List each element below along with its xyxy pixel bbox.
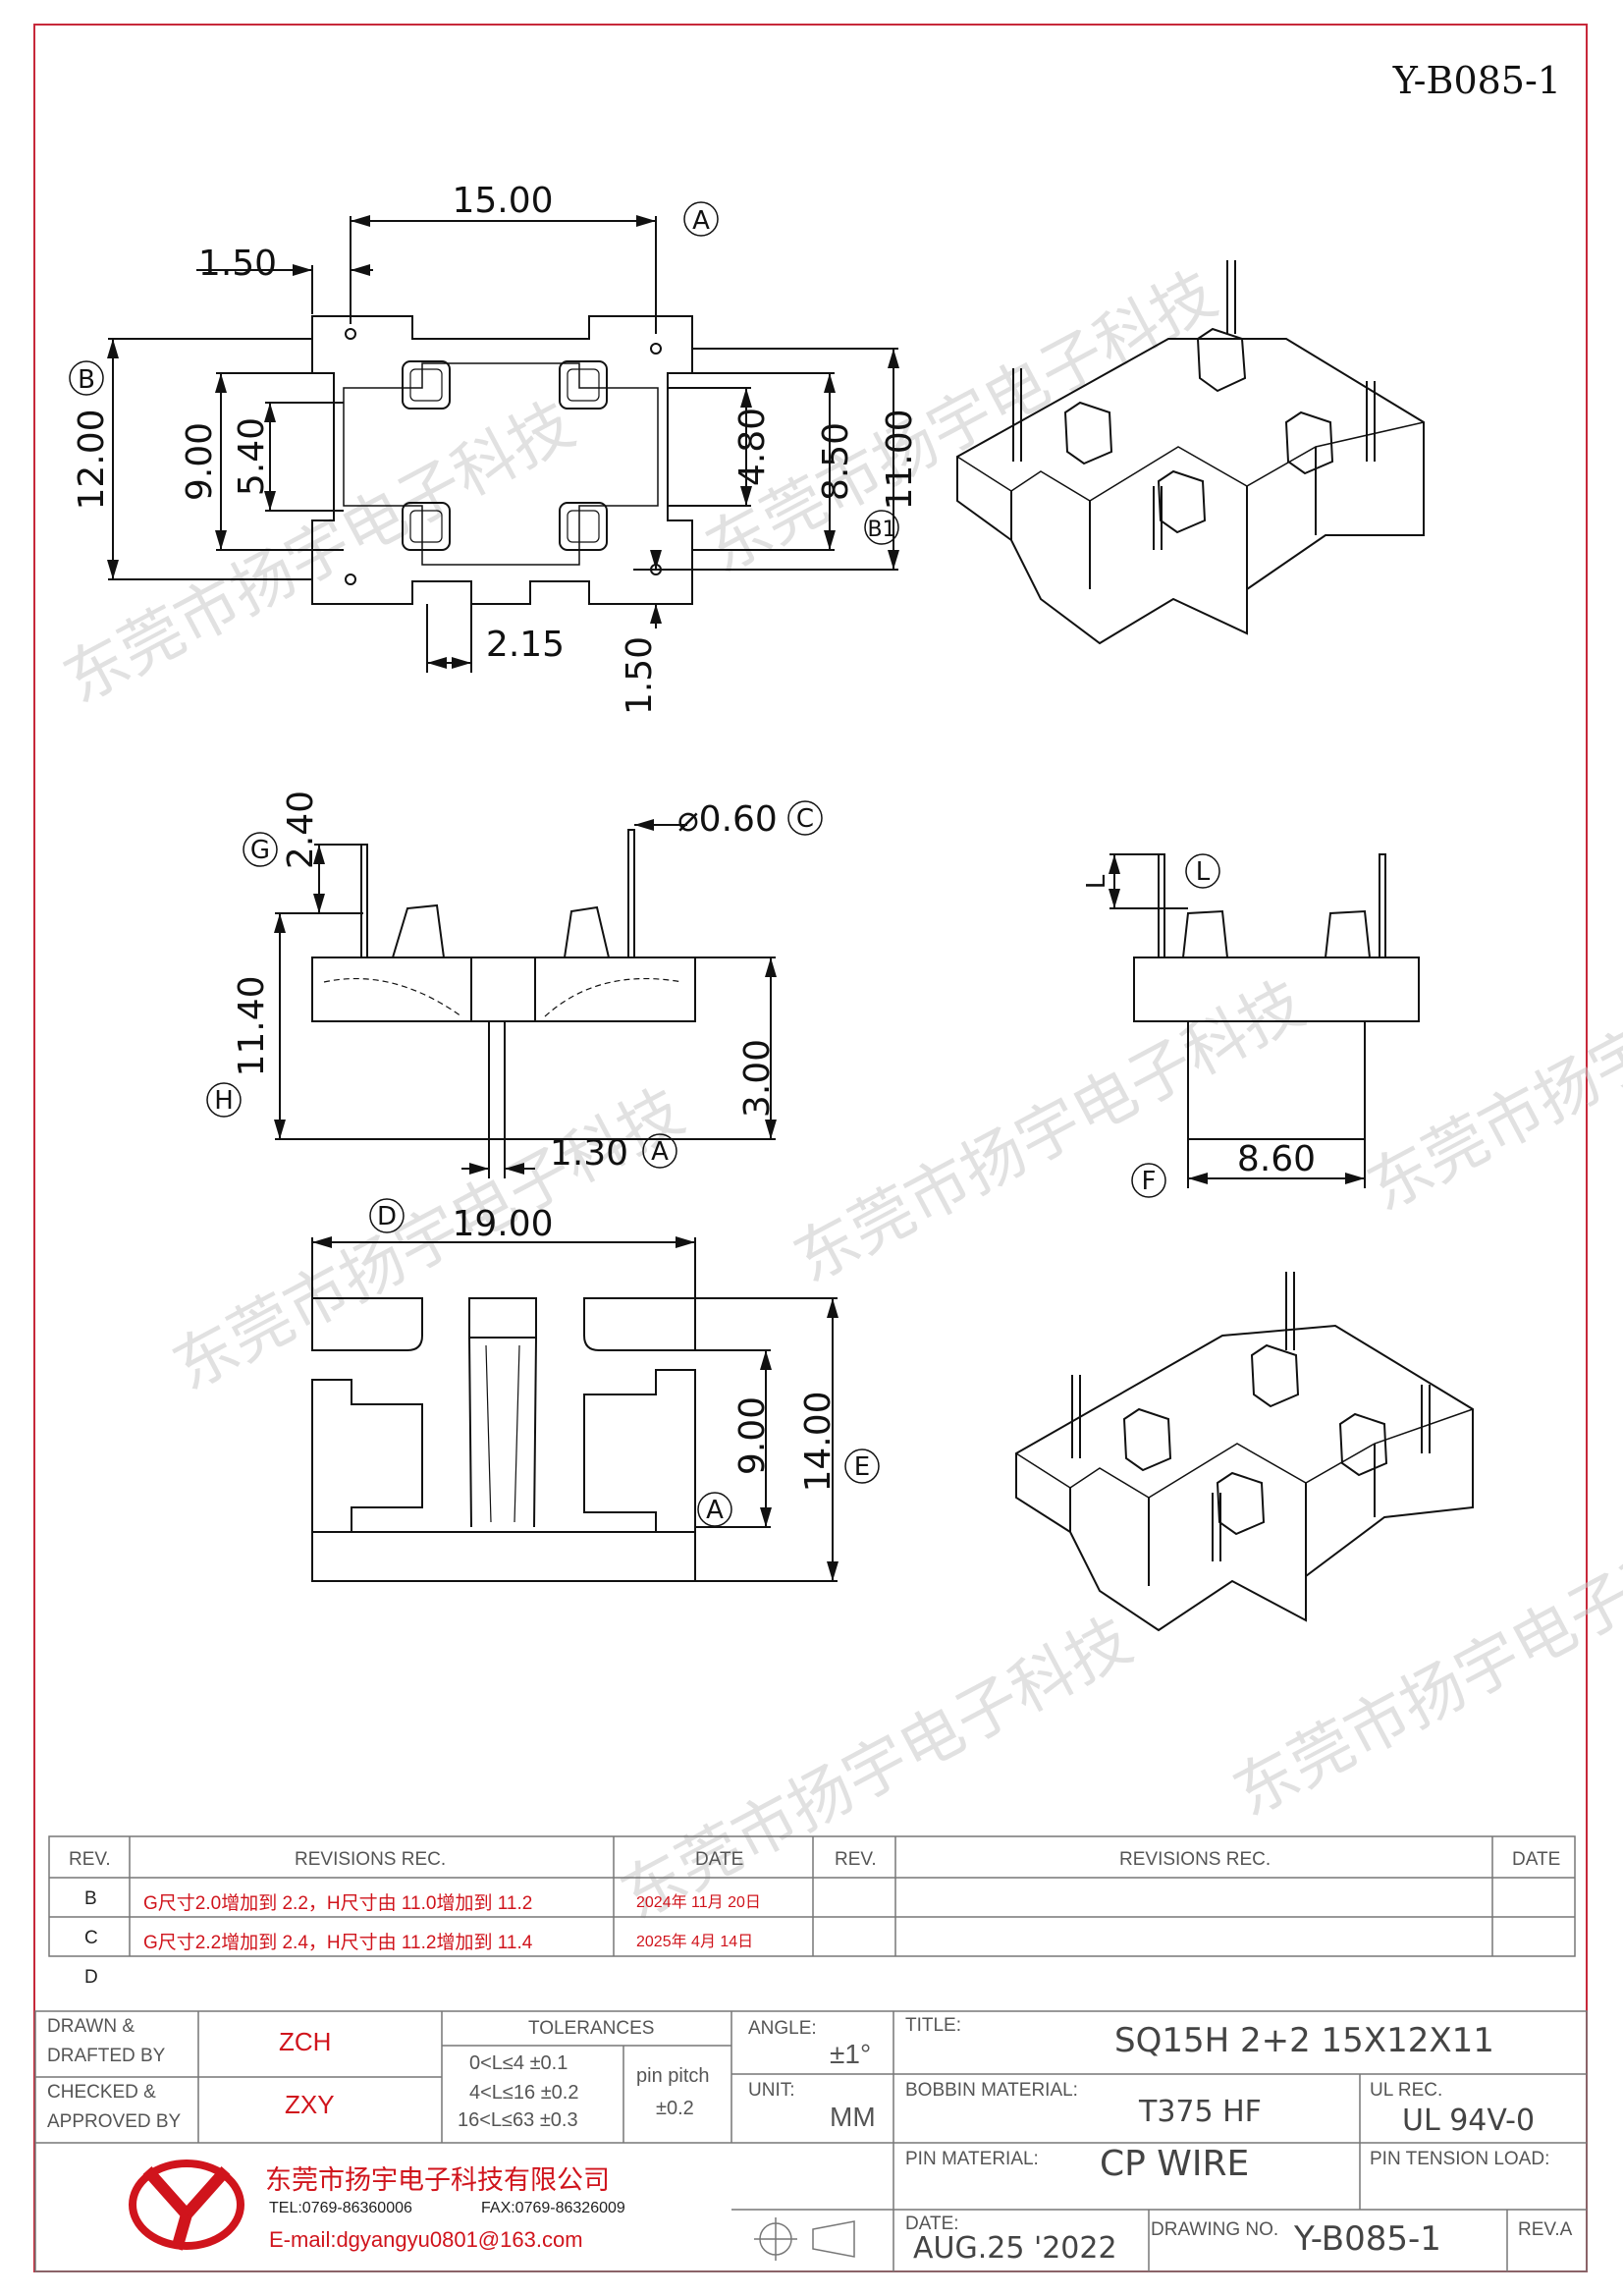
rev-header: REV. bbox=[69, 1849, 111, 1870]
top-view-inner bbox=[343, 362, 659, 566]
tolerance-range-2: 4<L≤16 ±0.2 bbox=[469, 2082, 579, 2104]
dim-pin-dia: ⌀0.60 bbox=[677, 799, 778, 840]
watermark-text: 东莞市扬宇电子科技 bbox=[695, 258, 1228, 588]
ul-rec-label: UL REC. bbox=[1370, 2080, 1443, 2101]
angle-label: ANGLE: bbox=[748, 2018, 817, 2039]
unit-value: MM bbox=[830, 2102, 876, 2132]
datum-h: H bbox=[214, 1086, 234, 1116]
rev-rec-header: REVISIONS REC. bbox=[295, 1849, 447, 1870]
dim-9: 9.00 bbox=[180, 422, 220, 501]
datum-b1: B1 bbox=[867, 518, 895, 542]
rev-row-b-rec: G尺寸2.0增加到 2.2，H尺寸由 11.0增加到 11.2 bbox=[143, 1893, 533, 1914]
datum-l: L bbox=[1196, 857, 1211, 887]
dim-l: L bbox=[1082, 874, 1111, 889]
bottom-view bbox=[311, 1198, 880, 1582]
company-tel: TEL:0769-86360006 bbox=[269, 2200, 412, 2216]
unit-label: UNIT: bbox=[748, 2080, 795, 2101]
title-block-grid bbox=[34, 1835, 1588, 2272]
pin-material: CP WIRE bbox=[1100, 2144, 1250, 2184]
pin-tension-label: PIN TENSION LOAD: bbox=[1370, 2149, 1550, 2169]
title-label: TITLE: bbox=[905, 2015, 962, 2036]
pin-pitch-value: ±0.2 bbox=[656, 2098, 694, 2119]
dim-8-6: 8.60 bbox=[1237, 1139, 1316, 1179]
drawing-no-label: DRAWING NO. bbox=[1151, 2219, 1279, 2240]
company-fax: FAX:0769-86326009 bbox=[481, 2200, 625, 2216]
dim-8-5: 8.50 bbox=[816, 422, 856, 501]
rev-row-c-rec: G尺寸2.2增加到 2.4，H尺寸由 11.2增加到 11.4 bbox=[143, 1933, 533, 1953]
dim-4-8: 4.80 bbox=[732, 408, 773, 486]
watermark-text: 东莞市扬宇电子科技 bbox=[783, 967, 1316, 1297]
rev-row-d-rev: D bbox=[84, 1967, 98, 1988]
watermark-text: 东莞市扬宇电子科技 bbox=[1357, 896, 1623, 1226]
dim-5-4: 5.40 bbox=[232, 417, 272, 496]
datum-d: D bbox=[377, 1202, 397, 1231]
approved-label: APPROVED BY bbox=[47, 2111, 182, 2132]
watermark-text: 东莞市扬宇电子科技 bbox=[162, 1075, 695, 1405]
rev-date-header: DATE bbox=[695, 1849, 744, 1870]
side-view bbox=[1109, 853, 1420, 1198]
dim-height-12: 12.00 bbox=[72, 409, 112, 510]
ul-rec-value: UL 94V-0 bbox=[1402, 2104, 1536, 2138]
checked-by: ZXY bbox=[285, 2090, 335, 2119]
drawing-no: Y-B085-1 bbox=[1294, 2219, 1441, 2259]
drawn-label: DRAWN & bbox=[47, 2016, 135, 2037]
bobbin-material: T375 HF bbox=[1139, 2095, 1262, 2129]
company-name: 东莞市扬宇电子科技有限公司 bbox=[265, 2165, 610, 2195]
datum-g: G bbox=[250, 836, 270, 865]
rev-row-b-rev: B bbox=[84, 1888, 97, 1909]
watermark-layer: 东莞市扬宇电子科技 东莞市扬宇电子科技 东莞市扬宇电子科技 东莞市扬宇电子科技 … bbox=[52, 258, 1623, 1935]
dim-3: 3.00 bbox=[737, 1039, 778, 1118]
datum-c: C bbox=[796, 804, 814, 834]
rev-row-c-date: 2025年 4月 14日 bbox=[636, 1934, 754, 1950]
pin-pitch-label: pin pitch bbox=[636, 2065, 710, 2087]
drawing-date: AUG.25 '2022 bbox=[913, 2231, 1117, 2266]
rev-row-c-rev: C bbox=[84, 1928, 98, 1948]
datum-f: F bbox=[1142, 1167, 1157, 1196]
datum-a2: A bbox=[651, 1137, 669, 1167]
angle-value: ±1° bbox=[830, 2039, 872, 2069]
dim-1-5-b: 1.50 bbox=[620, 636, 660, 715]
company-logo bbox=[129, 2159, 244, 2251]
watermark-text: 东莞市扬宇电子科技 bbox=[610, 1605, 1143, 1935]
date-label: DATE: bbox=[905, 2214, 959, 2234]
drawing-id: Y-B085-1 bbox=[1392, 59, 1561, 102]
watermark-text: 东莞市扬宇电子科技 bbox=[1222, 1502, 1623, 1831]
dim-14: 14.00 bbox=[798, 1391, 839, 1492]
iso-view-top bbox=[956, 260, 1425, 645]
dim-edge: 1.50 bbox=[198, 244, 277, 284]
tolerance-range-1: 0<L≤4 ±0.1 bbox=[469, 2052, 568, 2074]
dim-19: 19.00 bbox=[452, 1204, 553, 1244]
top-view bbox=[69, 201, 899, 673]
company-email: E-mail:dgyangyu0801@163.com bbox=[269, 2227, 583, 2252]
datum-a3: A bbox=[706, 1496, 724, 1525]
rev-header-right: REV. bbox=[835, 1849, 877, 1870]
datum-b: B bbox=[78, 365, 95, 395]
dim-1-3: 1.30 bbox=[550, 1133, 628, 1174]
datum-e: E bbox=[854, 1452, 870, 1482]
bobbin-material-label: BOBBIN MATERIAL: bbox=[905, 2080, 1078, 2101]
iso-view-bottom bbox=[1015, 1272, 1474, 1632]
rev-row-b-date: 2024年 11月 20日 bbox=[636, 1894, 761, 1911]
checked-label: CHECKED & bbox=[47, 2082, 156, 2103]
dim-2-15: 2.15 bbox=[486, 625, 565, 665]
front-view bbox=[206, 800, 823, 1178]
dim-11-4: 11.40 bbox=[232, 975, 272, 1076]
pin-material-label: PIN MATERIAL: bbox=[905, 2149, 1039, 2169]
dim-width: 15.00 bbox=[452, 181, 553, 221]
drafted-label: DRAFTED BY bbox=[47, 2046, 166, 2066]
tolerances-label: TOLERANCES bbox=[528, 2018, 655, 2039]
top-view-outline bbox=[311, 315, 693, 605]
datum-a: A bbox=[692, 206, 710, 236]
revision-label: REV.A bbox=[1518, 2219, 1573, 2240]
dim-11: 11.00 bbox=[880, 409, 920, 510]
tolerance-range-3: 16<L≤63 ±0.3 bbox=[458, 2109, 578, 2131]
rev-rec-header-right: REVISIONS REC. bbox=[1119, 1849, 1271, 1870]
dim-2-4: 2.40 bbox=[281, 791, 321, 869]
drawn-by: ZCH bbox=[279, 2027, 332, 2056]
rev-date-header-right: DATE bbox=[1512, 1849, 1561, 1870]
watermark-text: 东莞市扬宇电子科技 bbox=[52, 388, 585, 718]
drawing-title: SQ15H 2+2 15X12X11 bbox=[1114, 2021, 1494, 2060]
dim-9-b: 9.00 bbox=[732, 1396, 773, 1475]
